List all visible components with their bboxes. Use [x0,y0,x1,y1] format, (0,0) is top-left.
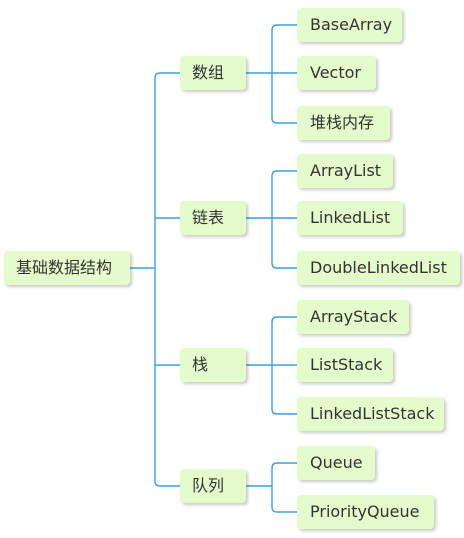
leaf-node-priority-queue[interactable]: PriorityQueue [297,495,434,529]
leaf-node-doublelinkedlist[interactable]: DoubleLinkedList [297,251,460,285]
root-node-label: 基础数据结构 [16,258,113,277]
root-node[interactable]: 基础数据结构 [4,251,130,285]
leaf-node-label: DoubleLinkedList [310,258,447,277]
connector-linked-list-spine [271,170,297,269]
leaf-node-label: LinkedListStack [310,404,435,423]
category-node-label: 栈 [192,355,209,374]
leaf-node-label: Vector [310,63,361,82]
leaf-node-list-stack[interactable]: ListStack [297,348,393,382]
category-node-linked-list[interactable]: 链表 [180,201,246,235]
connector-root-spine [154,72,180,487]
leaf-node-linkedlist[interactable]: LinkedList [297,201,403,235]
leaf-node-array-list[interactable]: ArrayList [297,154,393,188]
category-node-array[interactable]: 数组 [180,56,246,90]
category-node-label: 数组 [192,63,225,82]
leaf-node-label: 堆栈内存 [310,113,375,132]
leaf-node-stack-memory[interactable]: 堆栈内存 [297,106,390,140]
category-node-queue[interactable]: 队列 [180,469,246,503]
leaf-node-queue[interactable]: Queue [297,446,375,480]
leaf-node-label: ArrayStack [310,307,398,326]
leaf-node-label: ListStack [310,355,383,374]
category-node-label: 队列 [192,476,225,495]
connector-queue-spine [271,462,297,513]
category-node-stack[interactable]: 栈 [180,348,246,382]
leaf-node-label: PriorityQueue [310,502,420,521]
connector-array-spine [271,24,297,124]
connector-stack-spine [271,316,297,415]
leaf-node-linkedliststack[interactable]: LinkedListStack [297,397,444,431]
leaf-node-label: LinkedList [310,208,391,227]
category-node-label: 链表 [192,208,225,227]
leaf-node-label: Queue [310,453,363,472]
leaf-node-base-array[interactable]: BaseArray [297,8,402,42]
leaf-node-label: BaseArray [310,15,393,34]
leaf-node-vector[interactable]: Vector [297,56,376,90]
leaf-node-array-stack[interactable]: ArrayStack [297,300,409,334]
leaf-node-label: ArrayList [310,161,382,180]
